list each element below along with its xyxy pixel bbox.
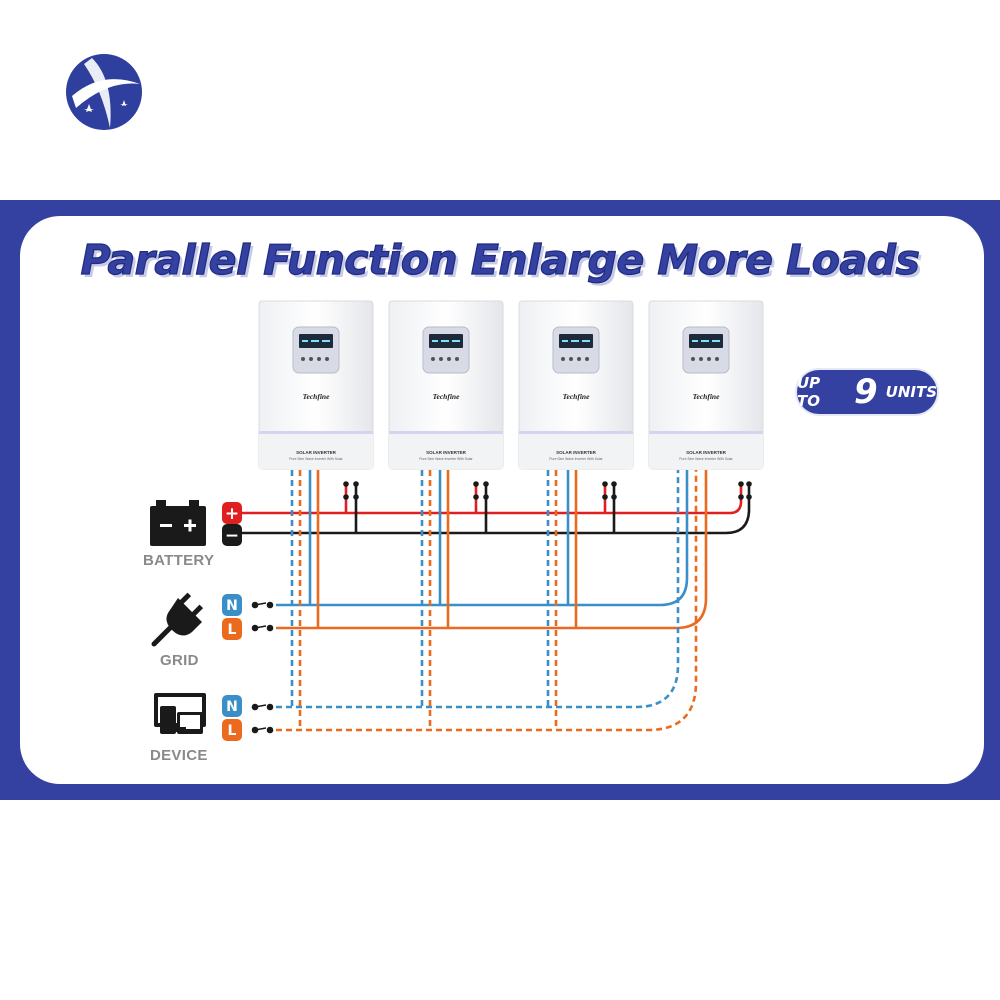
battery-negative-wires [241, 484, 751, 535]
inverter-subtitle: Pure Sine Wave Inverter With Solar [419, 457, 473, 461]
badge-suffix: UNITS [885, 383, 937, 401]
inverter-2: Techfine SOLAR INVERTER Pure Sine Wave I… [388, 300, 504, 470]
inverter-brand: Techfine [433, 392, 460, 401]
inverter-brand: Techfine [303, 392, 330, 401]
battery-label: BATTERY [143, 552, 215, 569]
inverter-1: Techfine SOLAR INVERTER Pure Sine Wave I… [258, 300, 374, 470]
terminal-dots [343, 481, 752, 500]
brand-logo [66, 54, 142, 130]
battery-positive-terminal: + [222, 502, 242, 524]
inverter-subtitle: Pure Sine Wave Inverter With Solar [289, 457, 343, 461]
badge-number: 9 [853, 372, 878, 412]
grid-live-wires [276, 470, 708, 630]
grid-neutral-wires [276, 470, 689, 607]
device-computer-icon [154, 693, 206, 734]
svg-text:−: − [225, 526, 239, 546]
inverter-4: Techfine SOLAR INVERTER Pure Sine Wave I… [648, 300, 764, 470]
svg-text:L: L [228, 622, 237, 638]
grid-live-terminal: L [222, 618, 242, 640]
battery-negative-terminal: − [222, 524, 242, 546]
device-live-terminal: L [222, 719, 242, 741]
grid-plug-icon [151, 592, 204, 647]
svg-text:L: L [228, 723, 237, 739]
grid-label: GRID [160, 652, 199, 669]
device-neutral-wires [276, 470, 680, 709]
svg-text:N: N [226, 598, 238, 614]
inverter-3: Techfine SOLAR INVERTER Pure Sine Wave I… [518, 300, 634, 470]
inverter-brand: Techfine [693, 392, 720, 401]
grid-neutral-terminal: N [222, 594, 242, 616]
wires [241, 470, 751, 732]
inverter-model: SOLAR INVERTER [686, 450, 727, 455]
inverter-subtitle: Pure Sine Wave Inverter With Solar [549, 457, 603, 461]
svg-text:+: + [225, 504, 239, 524]
inverter-model: SOLAR INVERTER [296, 450, 337, 455]
inverter-brand: Techfine [563, 392, 590, 401]
battery-positive-wires [241, 484, 743, 515]
units-badge: UP TO 9 UNITS [797, 370, 937, 414]
breaker-dots [251, 601, 274, 734]
inverter-subtitle: Pure Sine Wave Inverter With Solar [679, 457, 733, 461]
device-neutral-terminal: N [222, 695, 242, 717]
badge-prefix: UP TO [797, 374, 821, 410]
svg-text:N: N [226, 699, 238, 715]
inverter-model: SOLAR INVERTER [556, 450, 597, 455]
device-live-wires [276, 470, 698, 732]
headline: Parallel Function Enlarge More Loads [80, 235, 921, 284]
device-label: DEVICE [150, 747, 208, 764]
battery-icon [150, 500, 206, 546]
inverter-model: SOLAR INVERTER [426, 450, 467, 455]
